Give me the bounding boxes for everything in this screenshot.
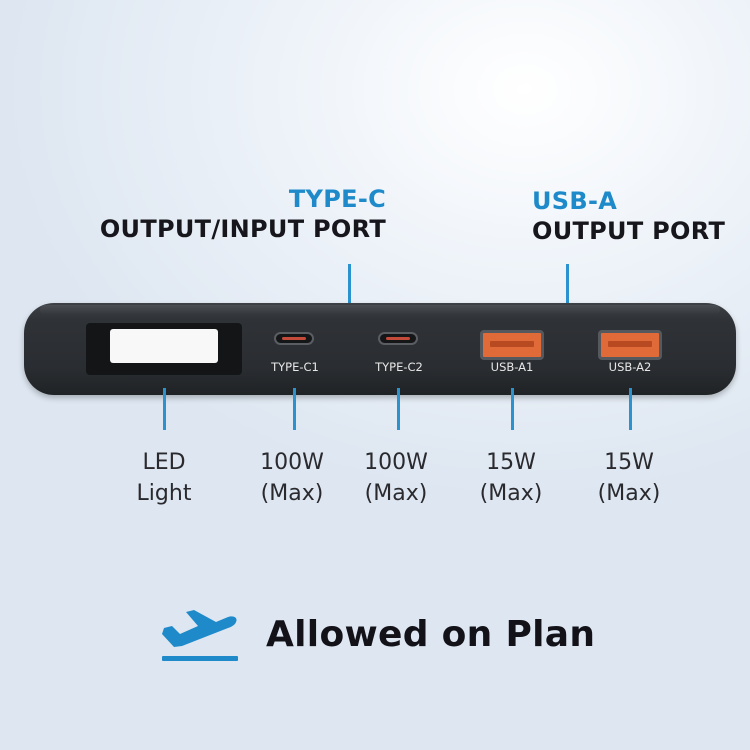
led-spec-line1: LED [142,450,186,475]
type-c2-spec-max: (Max) [364,481,428,506]
type-c-callout-subtitle: OUTPUT/INPUT PORT [99,215,386,243]
usb-a1-label: USB-A1 [490,360,534,374]
type-c2-port [378,332,418,345]
led-spec-line2: Light [136,481,192,506]
type-c1-spec: 100W (Max) [227,447,357,509]
usb-a1-spec: 15W (Max) [446,447,576,509]
type-c1-leader-line [293,388,296,430]
type-c1-spec-max: (Max) [260,481,324,506]
usb-a-callout: USB-A OUTPUT PORT [532,186,742,246]
type-c-callout: TYPE-C OUTPUT/INPUT PORT [86,184,386,244]
usb-a2-spec: 15W (Max) [564,447,694,509]
led-spec: LED Light [99,447,229,509]
usb-a1-leader-line [511,388,514,430]
usb-a2-spec-watts: 15W [604,450,654,475]
usb-a2-port [598,330,662,360]
type-c1-spec-watts: 100W [260,450,324,475]
usb-a1-spec-watts: 15W [486,450,536,475]
usb-a2-spec-max: (Max) [597,481,661,506]
allowed-on-plane-text: Allowed on Plan [266,614,596,655]
type-c-leader-line [348,264,351,304]
usb-a-callout-subtitle: OUTPUT PORT [532,217,726,245]
type-c2-label: TYPE-C2 [375,360,423,374]
type-c2-spec-watts: 100W [364,450,428,475]
type-c-callout-title: TYPE-C [288,185,386,213]
usb-a-leader-line [566,264,569,304]
usb-a2-leader-line [629,388,632,430]
airplane-takeoff-icon [162,610,238,661]
led-leader-line [163,388,166,430]
usb-a-callout-title: USB-A [532,187,618,215]
power-bank-top-edge [40,305,720,315]
usb-a2-label: USB-A2 [608,360,652,374]
usb-a1-spec-max: (Max) [479,481,543,506]
type-c2-leader-line [397,388,400,430]
type-c1-port [274,332,314,345]
led-light-panel [110,329,218,363]
type-c1-label: TYPE-C1 [271,360,319,374]
usb-a1-port [480,330,544,360]
type-c2-spec: 100W (Max) [331,447,461,509]
